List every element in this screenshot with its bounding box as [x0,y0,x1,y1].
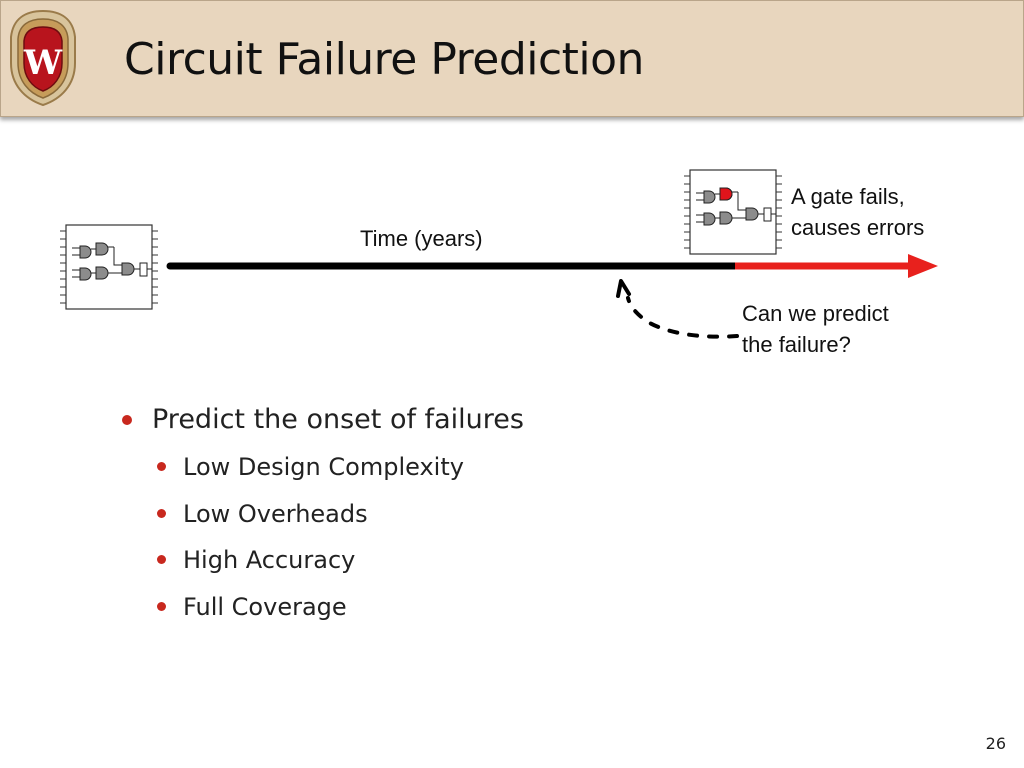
page-number: 26 [985,734,1006,753]
sub-bullet-text: Low Design Complexity [183,453,464,481]
crest-letter: W [23,43,63,83]
bullet-dot-icon [157,508,166,518]
timeline-diagram: Time (years) A gate fails, causes errors… [0,150,1024,390]
timeline-label: Time (years) [360,226,483,251]
bullet-list: Predict the onset of failures Low Design… [118,398,524,632]
chip-icon-healthy [59,224,159,310]
sub-bullet: Low Overheads [152,493,524,540]
bullet-dot-icon [157,462,166,471]
uw-crest-icon: W [10,9,76,107]
prediction-label-line2: the failure? [742,332,851,357]
bullet-main-text: Predict the onset of failures [152,404,524,435]
chip-icon-failed [683,169,783,255]
failure-label-line1: A gate fails, [791,184,905,209]
slide-title: Circuit Failure Prediction [124,34,644,85]
sub-bullet-text: Low Overheads [183,499,368,528]
bullet-dot-icon [157,601,166,611]
bullet-dot-icon [157,555,166,564]
sub-bullet: Full Coverage [152,586,524,633]
bullet-main: Predict the onset of failures [118,398,524,446]
sub-bullet-text: High Accuracy [183,546,356,574]
failure-label-line2: causes errors [791,215,925,240]
sub-bullet-text: Full Coverage [183,592,347,621]
sub-bullet: Low Design Complexity [152,446,524,493]
timeline-arrow-icon [166,254,938,278]
bullet-dot-icon [122,415,132,425]
header-band: W Circuit Failure Prediction [0,0,1024,117]
prediction-label-line1: Can we predict [742,301,889,326]
timeline-arrowhead [908,254,938,278]
sub-bullet: High Accuracy [152,539,524,586]
dashed-arrow-icon [616,279,739,339]
